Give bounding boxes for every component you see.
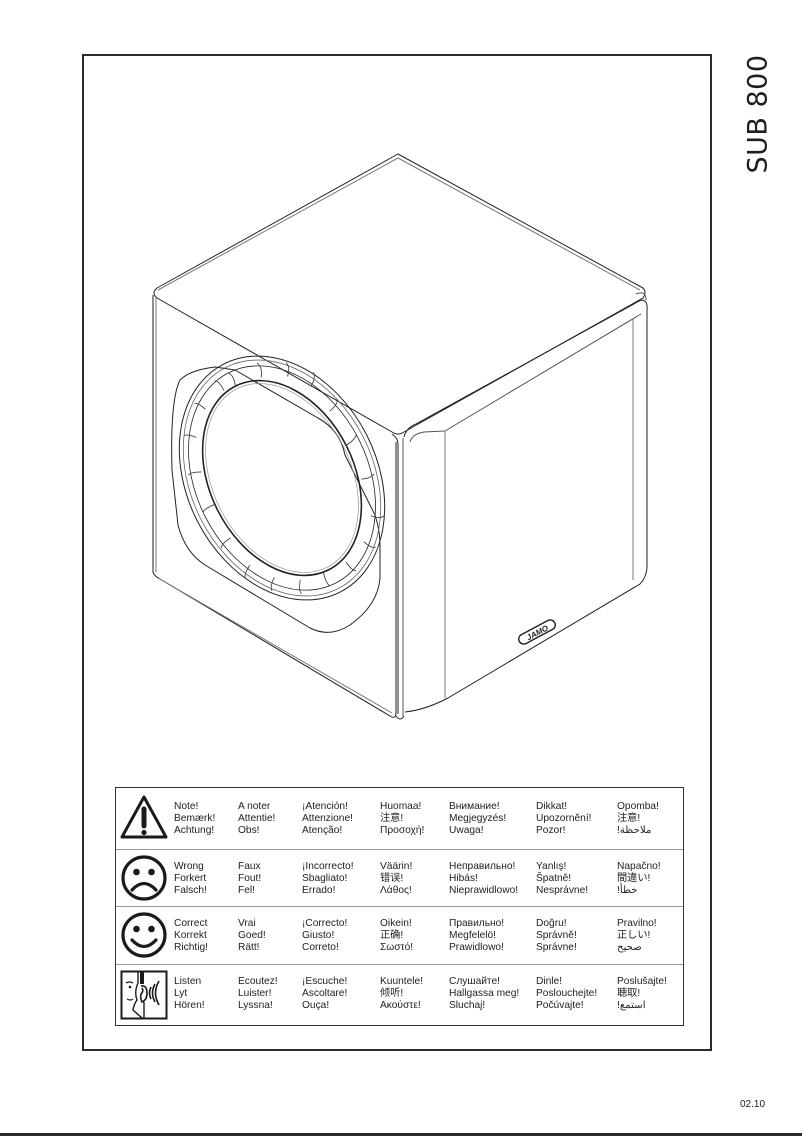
cell-note-6: Dikkat!Upozornění!Pozor! <box>536 801 592 836</box>
jamo-logo: JAMO <box>518 619 556 645</box>
cube-right-face <box>403 292 648 713</box>
page-frame <box>82 54 712 1051</box>
cube-left-face <box>152 295 397 718</box>
cell-listen-3: ¡Escuche!Ascoltare!Ouça! <box>302 976 348 1011</box>
cell-correct-4: Oikein!正确!Σωστό! <box>380 918 414 953</box>
cell-correct-3: ¡Correcto!Giusto!Correto! <box>302 918 348 953</box>
product-title-text: SUB 800 <box>742 54 774 174</box>
cell-listen-7: Poslušajte!聴取!!استمع <box>617 976 667 1011</box>
woofer-driver <box>178 355 386 601</box>
cell-note-4: Huomaa!注意!Προσοχή! <box>380 801 425 836</box>
cell-correct-6: Doğru!Správně!Správne! <box>536 918 577 953</box>
cube-front-edge <box>391 433 405 720</box>
bottom-rule <box>0 1133 802 1136</box>
cell-wrong-3: ¡Incorrecto!Sbagliato!Errado! <box>302 861 354 896</box>
cell-wrong-5: Неправильно!Hibás!Nieprawidlowo! <box>449 861 519 896</box>
warning-triangle-icon <box>120 795 168 839</box>
cell-note-1: Note!Bemærk!Achtung! <box>174 801 216 836</box>
cell-listen-6: Dinle!Poslouchejte!Počúvajte! <box>536 976 598 1011</box>
cell-listen-2: Ecoutez!Luister!Lyssna! <box>238 976 278 1011</box>
cell-wrong-4: Väärin!错误!Λάθος! <box>380 861 413 896</box>
cell-listen-5: Слушайте!Hallgassa meg!Sluchaj! <box>449 976 520 1011</box>
cell-correct-7: Pravilno!正しい!صحيح <box>617 918 657 953</box>
woofer-plate <box>171 366 381 633</box>
cell-listen-4: Kuuntele!倾听!Ακούστε! <box>380 976 424 1011</box>
cell-wrong-7: Napačno!間違い!!خطأ <box>617 861 661 896</box>
cell-note-7: Opomba!注意!!ملاحظة <box>617 801 659 836</box>
subwoofer-illustration: JAMO <box>152 153 648 720</box>
cell-note-5: Внимание!Megjegyzés!Uwaga! <box>449 801 507 836</box>
cell-correct-5: Правильно!Megfelelö!Prawidlowo! <box>449 918 505 953</box>
happy-face-icon <box>121 912 167 958</box>
sad-face-icon <box>121 855 167 901</box>
product-title-vertical: SUB 800 <box>738 54 778 174</box>
cube-top-face <box>153 153 646 435</box>
cell-wrong-6: Yanlış!Špatně!Nesprávne! <box>536 861 589 896</box>
cell-note-3: ¡Atención!Attenzione!Atenção! <box>302 801 353 836</box>
page-revision-code: 02.10 <box>740 1099 766 1110</box>
listen-ear-icon <box>120 970 168 1020</box>
